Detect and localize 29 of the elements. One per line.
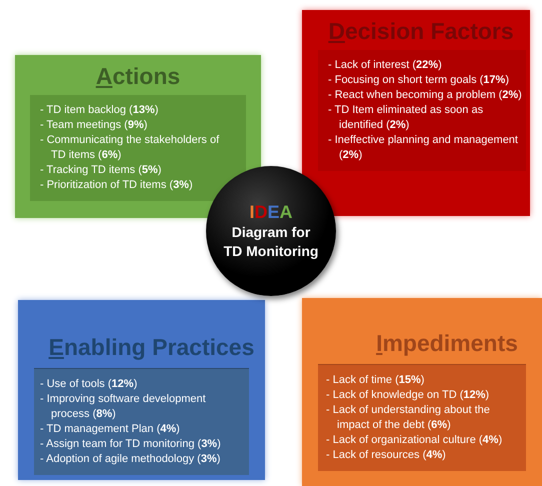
list-item: - Lack of interest (22%) xyxy=(328,58,443,73)
category-box xyxy=(302,10,530,216)
category-heading: Impediments xyxy=(375,329,518,358)
list-item: - Improving software development process (8%) xyxy=(40,392,207,422)
list-item: - Communicating the stakeholders of TD items (6%) xyxy=(40,133,220,163)
list-item: - Lack of organizational culture (4%) xyxy=(326,433,504,448)
category-heading: Decision Factors xyxy=(327,17,514,46)
center-label: Diagram for TD Monitoring xyxy=(223,223,319,261)
category-heading: Actions xyxy=(96,62,180,91)
list-item: - Lack of time (15%) xyxy=(326,373,426,388)
list-item: - Adoption of agile methodology (3%) xyxy=(40,452,222,467)
list-item: - Lack of resources (4%) xyxy=(326,448,447,463)
list-item: - TD item backlog (13%) xyxy=(40,103,160,118)
list-item: - Focusing on short term goals (17%) xyxy=(328,73,510,88)
list-item: - Ineffective planning and management (2%) xyxy=(328,133,519,163)
category-heading: Enabling Practices xyxy=(48,333,254,362)
list-item: - TD Item eliminated as soon as identified (2%) xyxy=(328,103,484,133)
category-box xyxy=(302,298,542,486)
list-item: - Lack of knowledge on TD (12%) xyxy=(326,388,490,403)
list-item: - React when becoming a problem (2%) xyxy=(328,88,522,103)
list-item: - Use of tools (12%) xyxy=(40,377,138,392)
list-item: - Lack of understanding about the impact of the debt (6%) xyxy=(326,403,491,433)
list-item: - Team meetings (9%) xyxy=(40,118,148,133)
list-item: - Assign team for TD monitoring (3%) xyxy=(40,437,222,452)
list-item: - TD management Plan (4%) xyxy=(40,422,181,437)
list-item: - Tracking TD items (5%) xyxy=(40,163,162,178)
list-item: - Prioritization of TD items (3%) xyxy=(40,178,194,193)
category-box xyxy=(18,300,265,480)
acronym-title: IDEA xyxy=(249,201,293,223)
